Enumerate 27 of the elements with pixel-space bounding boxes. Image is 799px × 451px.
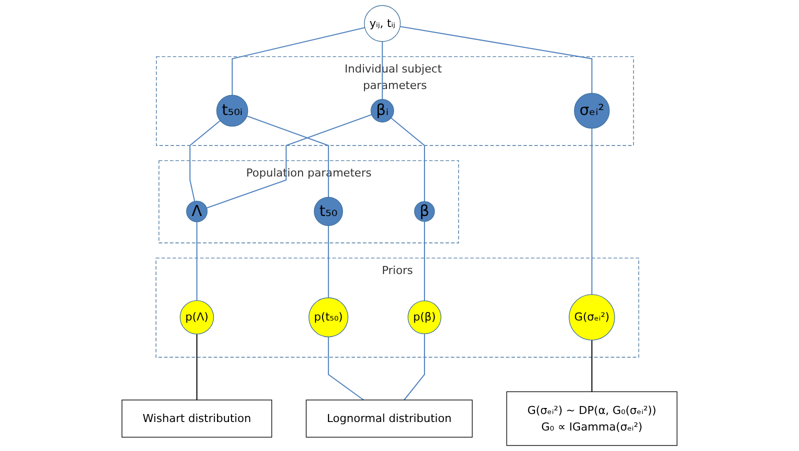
connector: [404, 334, 425, 400]
node-circle: p(Λ): [180, 300, 214, 334]
connector: [382, 42, 383, 100]
node-circle: β: [414, 201, 435, 222]
node-circle: p(β): [408, 300, 442, 334]
connector: [400, 26, 592, 94]
node-circle: t₅₀: [314, 196, 343, 226]
node-circle: yᵢⱼ, tᵢⱼ: [364, 5, 401, 42]
connector: [232, 27, 365, 96]
connector: [424, 221, 425, 301]
node-circle: p(t₅₀): [308, 297, 348, 338]
connector: [189, 120, 221, 202]
connector: [591, 128, 592, 295]
connector: [328, 336, 364, 400]
connector: [196, 334, 198, 400]
node-circle: Λ: [186, 200, 208, 222]
node-box: G(σₑᵢ²) ~ DP(α, G₀(σₑᵢ²)) G₀ ∝ IGamma(σₑᵢ²): [506, 391, 678, 446]
connector: [591, 340, 592, 392]
connector: [196, 222, 198, 301]
node-circle: σₑᵢ²: [574, 92, 610, 129]
connector: [390, 118, 425, 202]
node-box: Wishart distribution: [122, 400, 272, 438]
node-circle: βᵢ: [370, 99, 394, 122]
node-circle: G(σₑᵢ²): [568, 294, 615, 340]
node-circle: t₅₀ᵢ: [216, 94, 248, 127]
connector: [328, 226, 329, 298]
node-box: Lognormal distribution: [306, 400, 473, 438]
